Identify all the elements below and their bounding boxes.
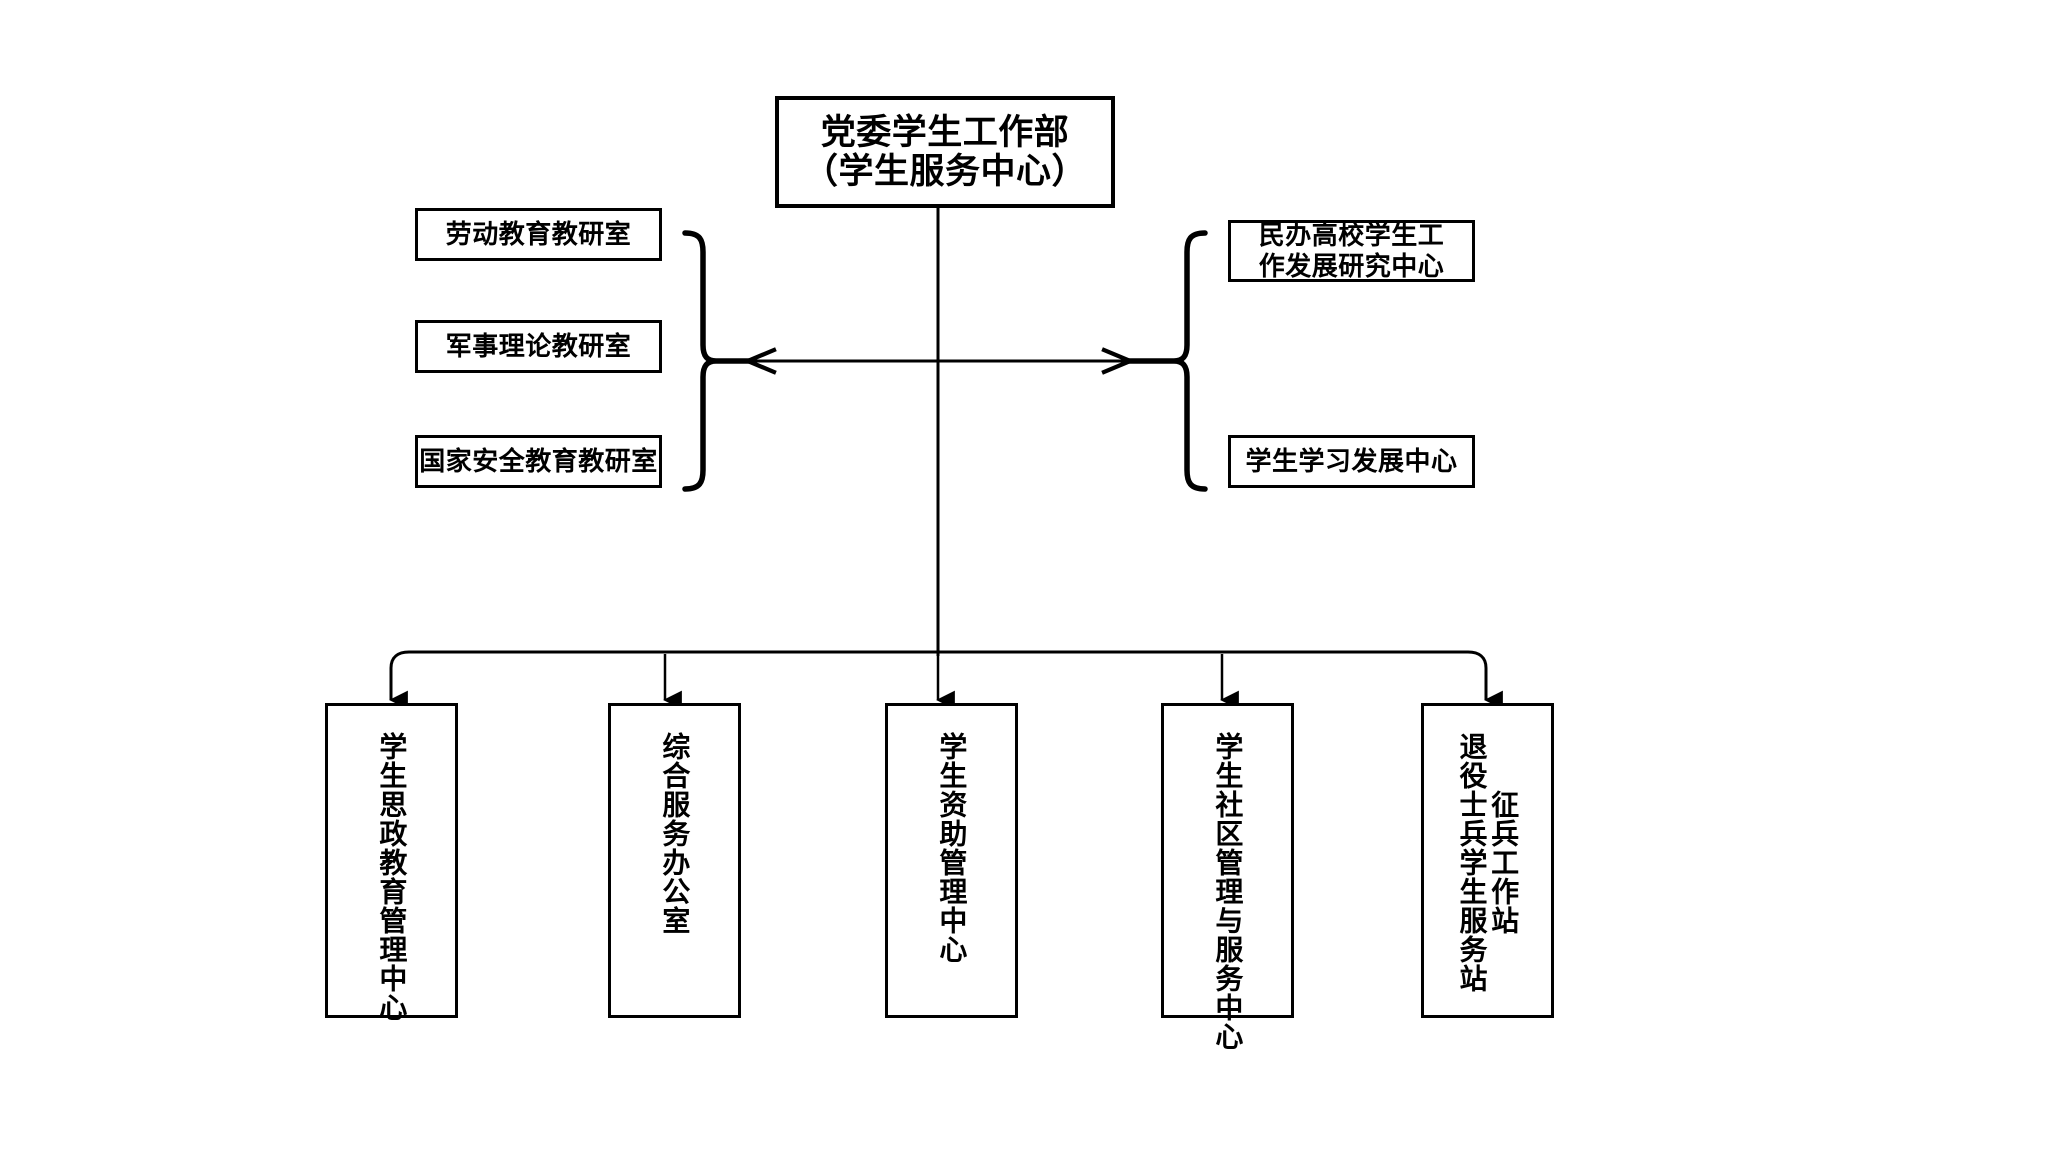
node-root-label-line1: 党委学生工作部 [820, 112, 1070, 152]
node-bottom-4[interactable]: 学生社区管理与服务中心 [1161, 703, 1294, 1051]
node-bottom-5[interactable]: 征兵工作站 退役士兵学生服务站 [1421, 703, 1554, 1018]
node-bottom-1-label: 学生思政教育管理中心 [376, 732, 408, 1022]
node-right-2[interactable]: 学生学习发展中心 [1228, 435, 1475, 488]
right-curly-brace [1125, 230, 1208, 492]
node-bottom-5-columns: 征兵工作站 退役士兵学生服务站 [1456, 732, 1520, 993]
node-bottom-3-label: 学生资助管理中心 [936, 732, 968, 964]
node-left-1-label: 劳动教育教研室 [445, 219, 632, 250]
node-left-2[interactable]: 军事理论教研室 [415, 320, 662, 373]
node-bottom-5-label-col1: 征兵工作站 [1488, 790, 1520, 935]
node-bottom-5-label-col2: 退役士兵学生服务站 [1456, 732, 1488, 993]
node-right-2-label: 学生学习发展中心 [1245, 446, 1458, 477]
bottom-bus-line [389, 650, 1488, 700]
node-left-2-label: 军事理论教研室 [445, 331, 632, 362]
node-bottom-2-label: 综合服务办公室 [659, 732, 691, 935]
node-right-1-label-line1: 民办高校学生工 [1258, 220, 1445, 251]
node-root[interactable]: 党委学生工作部 （学生服务中心） [775, 96, 1115, 208]
node-root-label-line2: （学生服务中心） [802, 152, 1087, 191]
node-left-3[interactable]: 国家安全教育教研室 [415, 435, 662, 488]
node-right-1-labels: 民办高校学生工 作发展研究中心 [1259, 220, 1445, 281]
node-left-3-label: 国家安全教育教研室 [419, 446, 658, 477]
node-right-1-label-line2: 作发展研究中心 [1258, 251, 1445, 281]
node-bottom-3[interactable]: 学生资助管理中心 [885, 703, 1018, 1018]
node-root-labels: 党委学生工作部 （学生服务中心） [803, 113, 1087, 191]
left-curly-brace [682, 230, 753, 492]
node-bottom-2[interactable]: 综合服务办公室 [608, 703, 741, 1018]
node-bottom-4-label: 学生社区管理与服务中心 [1212, 732, 1244, 1051]
node-bottom-1[interactable]: 学生思政教育管理中心 [325, 703, 458, 1022]
node-right-1[interactable]: 民办高校学生工 作发展研究中心 [1228, 220, 1475, 282]
node-left-1[interactable]: 劳动教育教研室 [415, 208, 662, 261]
